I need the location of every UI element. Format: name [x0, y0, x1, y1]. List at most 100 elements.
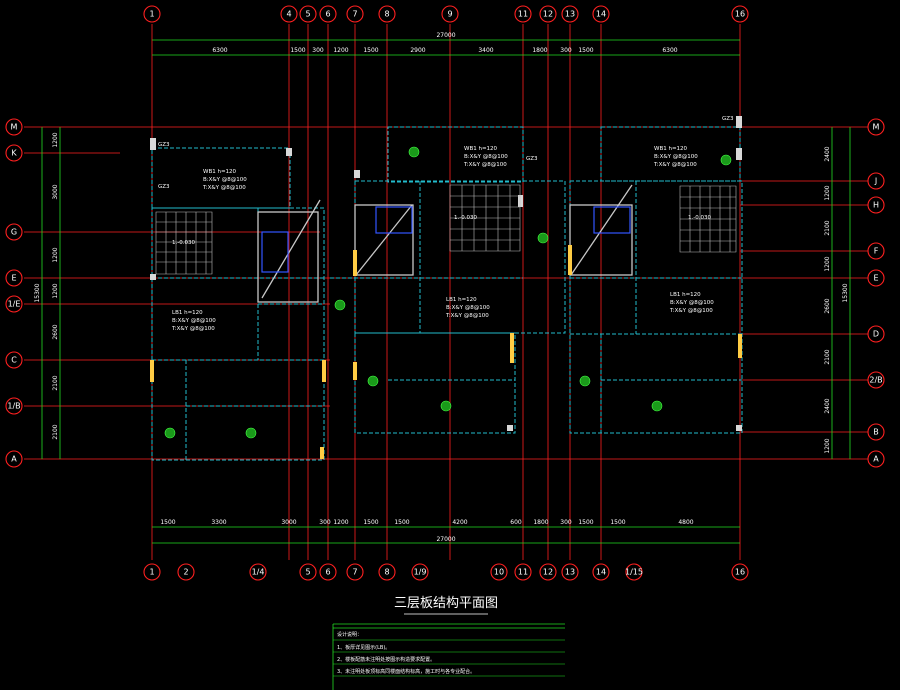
- axis-label-top: 1: [149, 10, 154, 19]
- total-dimension-left: 15300: [34, 283, 41, 302]
- axis-label-bottom: 10: [494, 568, 504, 577]
- dim-top-6: 2900: [410, 47, 425, 54]
- dim-bottom-1: 1500: [160, 519, 175, 526]
- dim-left-3: 1200: [52, 247, 59, 262]
- dim-bottom-4: 300: [319, 519, 331, 526]
- notes-heading: 设计说明：: [337, 631, 362, 638]
- right-axis-bubbles: M J H F E D 2/B B A: [867, 118, 885, 468]
- hatch-middle: [449, 184, 521, 252]
- dim-top-2: 1500: [290, 47, 305, 54]
- axis-label-left: K: [11, 149, 17, 158]
- dim-bottom-6: 1500: [363, 519, 378, 526]
- axis-label-bottom: 5: [305, 568, 310, 577]
- dim-right-1: 2400: [824, 146, 831, 161]
- axis-label-right: M: [873, 123, 880, 132]
- total-dimension-top: 27000: [436, 32, 455, 39]
- dim-top-4: 1200: [333, 47, 348, 54]
- lb1-right-title: LB1 h=120: [670, 292, 701, 298]
- axis-label-bottom: 8: [384, 568, 389, 577]
- dim-left-2: 3000: [52, 184, 59, 199]
- gz3-label-2: GZ3: [158, 184, 170, 190]
- dim-left-7: 2100: [52, 424, 59, 439]
- wb1-right-top-rebar: T:X&Y @8@100: [653, 162, 697, 168]
- vertical-axis-lines: [151, 24, 741, 560]
- slab-marker: [440, 400, 452, 412]
- axis-label-top: 14: [596, 10, 606, 19]
- slab-marker: [334, 299, 346, 311]
- dim-top-3: 300: [312, 47, 324, 54]
- gz3-label-3: GZ3: [526, 156, 538, 162]
- elevation-right: 1.-0.030: [688, 215, 711, 221]
- left-axis-bubbles: M K G E 1/E C 1/B A: [5, 118, 23, 468]
- axis-label-left: M: [11, 123, 18, 132]
- slab-annotations: WB1 h=120 B:X&Y @8@100 T:X&Y @8@100 LB1 …: [158, 116, 734, 332]
- axis-label-left: E: [11, 274, 16, 283]
- lb1-left-top-rebar: T:X&Y @8@100: [171, 326, 215, 332]
- right-dimensions: 15300 2400 1200 2100 1200 2600 2100 2400…: [824, 127, 851, 459]
- dim-bottom-13: 1500: [610, 519, 625, 526]
- axis-label-top: 8: [384, 10, 389, 19]
- axis-label-left: G: [11, 228, 17, 237]
- lb1-mid-bottom-rebar: B:X&Y @8@100: [446, 305, 490, 311]
- dim-top-1: 6300: [212, 47, 227, 54]
- dim-bottom-9: 600: [510, 519, 522, 526]
- hatch-right: [679, 185, 737, 253]
- dim-right-2: 1200: [824, 185, 831, 200]
- axis-label-right: B: [873, 428, 879, 437]
- notes-line-3: 3、未注明处板顶标高同楼面结构标高，施工时与各专业配合。: [337, 668, 475, 675]
- lb1-left-bottom-rebar: B:X&Y @8@100: [172, 318, 216, 324]
- hatched-regions: [155, 184, 737, 275]
- axis-label-bottom: 12: [543, 568, 553, 577]
- dim-bottom-3: 3000: [281, 519, 296, 526]
- top-axis-bubbles: 1 4 5 6 7 8 9 11 12 13 14 16: [143, 5, 749, 23]
- dim-left-5: 2600: [52, 324, 59, 339]
- axis-label-bottom: 13: [565, 568, 575, 577]
- wb1-mid-top-rebar: T:X&Y @8@100: [463, 162, 507, 168]
- slab-marker: [720, 154, 732, 166]
- slab-marker: [367, 375, 379, 387]
- total-dimension-bottom: 27000: [436, 536, 455, 543]
- axis-label-bottom: 7: [352, 568, 357, 577]
- dim-right-5: 2600: [824, 298, 831, 313]
- dim-left-4: 1200: [52, 283, 59, 298]
- hatch-left: [155, 211, 213, 275]
- wb1-mid-bottom-rebar: B:X&Y @8@100: [464, 154, 508, 160]
- drawing-title: 三层板结构平面图: [394, 596, 498, 611]
- axis-label-top: 11: [518, 10, 528, 19]
- dim-bottom-11: 300: [560, 519, 572, 526]
- axis-label-bottom: 6: [325, 568, 330, 577]
- elevation-left: 1.-0.030: [172, 240, 195, 246]
- dim-top-10: 1500: [578, 47, 593, 54]
- axis-label-top: 6: [325, 10, 330, 19]
- axis-label-bottom: 2: [183, 568, 188, 577]
- lb1-left-title: LB1 h=120: [172, 310, 203, 316]
- dim-top-9: 300: [560, 47, 572, 54]
- dim-bottom-14: 4800: [678, 519, 693, 526]
- wb1-left-top-rebar: T:X&Y @8@100: [202, 185, 246, 191]
- dim-bottom-2: 3300: [211, 519, 226, 526]
- lb1-mid-top-rebar: T:X&Y @8@100: [445, 313, 489, 319]
- axis-label-right: H: [873, 201, 879, 210]
- bottom-dimensions: 27000 1500 3300 3000 300 1200 1500 1500 …: [152, 519, 740, 544]
- axis-label-bottom: 1/4: [252, 568, 265, 577]
- slab-marker: [579, 375, 591, 387]
- left-dimensions: 15300 1200 3000 1200 1200 2600 2100 2100: [34, 127, 61, 459]
- wb1-left-title: WB1 h=120: [203, 169, 237, 175]
- notes-line-1: 1、板厚详见图示(LB)。: [337, 644, 390, 651]
- lb1-right-top-rebar: T:X&Y @8@100: [669, 308, 713, 314]
- axis-label-bottom: 1/15: [625, 568, 643, 577]
- total-dimension-right: 15300: [842, 283, 849, 302]
- axis-label-top: 4: [286, 10, 291, 19]
- axis-label-left: C: [11, 356, 17, 365]
- dim-top-8: 1800: [532, 47, 547, 54]
- slab-marker: [408, 146, 420, 158]
- dim-left-6: 2100: [52, 375, 59, 390]
- right-unit: [568, 116, 743, 434]
- dim-bottom-8: 4200: [452, 519, 467, 526]
- slab-marker: [537, 232, 549, 244]
- axis-label-top: 9: [447, 10, 452, 19]
- axis-label-bottom: 14: [596, 568, 606, 577]
- axis-label-right: F: [874, 247, 879, 256]
- slab-marker: [245, 427, 257, 439]
